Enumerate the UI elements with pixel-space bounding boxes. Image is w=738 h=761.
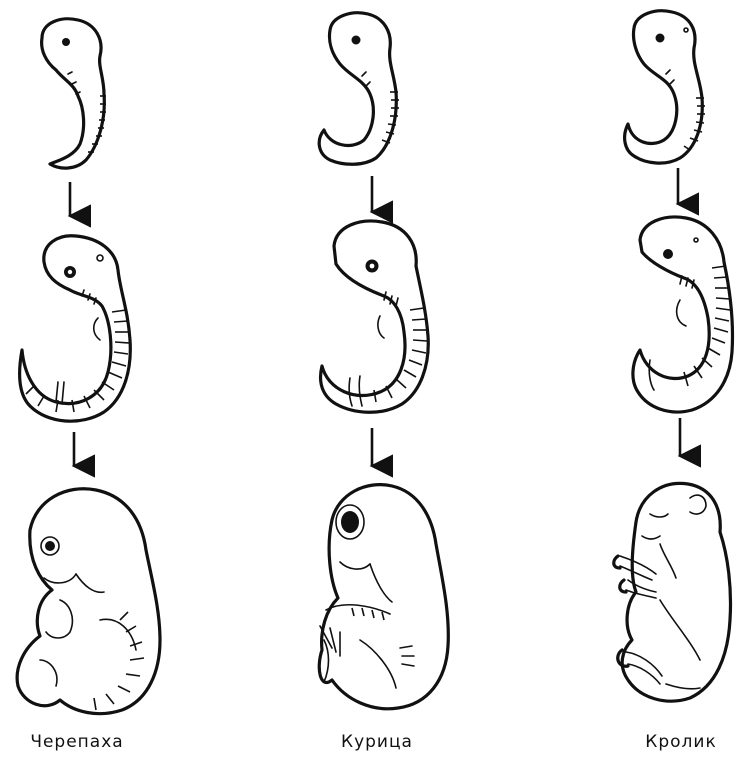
chicken-embryo-stage-2 <box>321 221 429 412</box>
rabbit-embryo-stage-2 <box>633 217 733 412</box>
turtle-embryo-stage-2 <box>20 236 131 421</box>
chicken-stage-2-ribs <box>374 308 427 402</box>
chicken-embryo-stage-1 <box>319 13 399 164</box>
rabbit-label: Кролик <box>645 732 716 752</box>
rabbit-embryo-stage-1 <box>625 11 705 163</box>
turtle-stage-2-ribs <box>26 310 129 412</box>
turtle-embryo-stage-3 <box>17 489 160 714</box>
turtle-label: Черепаха <box>30 732 123 752</box>
chicken-label: Курица <box>341 732 413 752</box>
chicken-embryo-stage-3 <box>319 485 448 709</box>
turtle-embryo-stage-1 <box>42 19 106 168</box>
rabbit-embryo-stage-3 <box>614 483 731 701</box>
turtle-stage-3-ribs <box>94 612 144 710</box>
rabbit-stage-2-ribs <box>684 266 730 386</box>
